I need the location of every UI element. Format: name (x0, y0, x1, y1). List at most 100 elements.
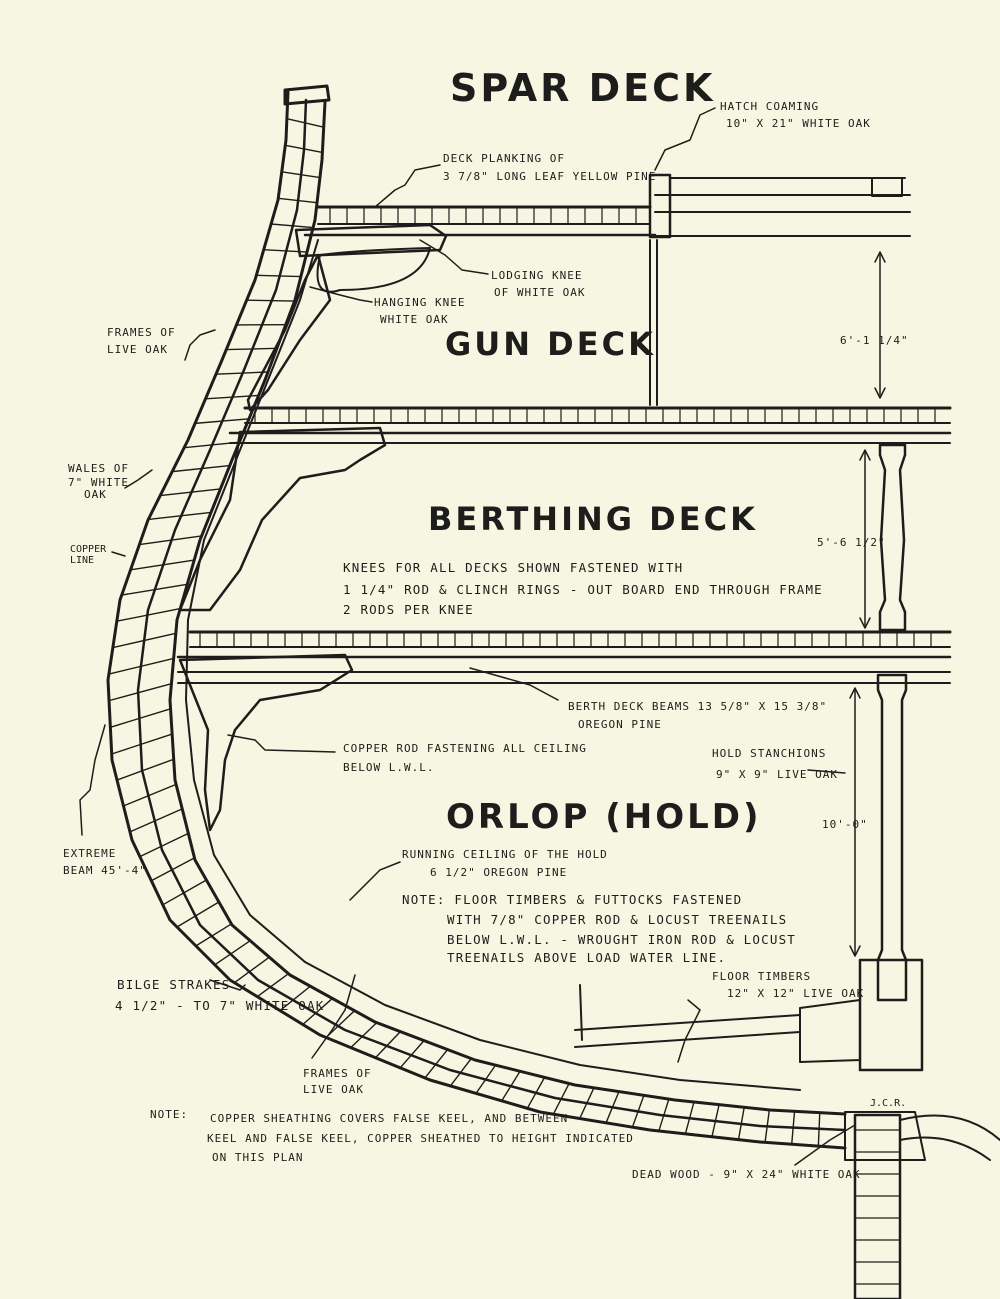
lodging-knee-label-2: OF WHITE OAK (494, 286, 585, 299)
frame-tick (160, 488, 221, 497)
frame-tick (302, 997, 333, 1026)
frame-tick (286, 118, 324, 128)
hatch-coaming (648, 173, 672, 239)
sheathing-note-3: ON THIS PLAN (212, 1151, 303, 1164)
floor-note-3: BELOW L.W.L. - WROUGHT IRON ROD & LOCUST (447, 932, 796, 947)
hatch-coaming-label-2: 10" X 21" WHITE OAK (726, 117, 871, 130)
frame-tick (139, 535, 202, 546)
frame-tick (111, 733, 173, 755)
frame-tick (123, 783, 177, 807)
frame-tick (116, 607, 181, 622)
frame-tick (130, 559, 195, 571)
hold-stanchions-label-2: 9" X 9" LIVE OAK (716, 768, 838, 781)
frame-tick (475, 1064, 497, 1094)
frame-tick (605, 1091, 620, 1124)
bilge-strakes-label-2: 4 1/2" - TO 7" WHITE OAK (115, 998, 324, 1013)
frame-tick (110, 708, 171, 728)
extreme-beam-label-2: BEAM 45'-4" (63, 864, 147, 877)
floor-note-1: NOTE: FLOOR TIMBERS & FUTTOCKS FASTENED (402, 892, 742, 907)
frame-tick (631, 1095, 645, 1128)
frame-tick (176, 901, 220, 928)
frame-tick (139, 832, 189, 858)
frames-top-label-2: LIVE OAK (107, 343, 168, 356)
frames-bottom-label-2: LIVE OAK (303, 1083, 364, 1096)
annotations: HATCH COAMING 10" X 21" WHITE OAK DECK P… (63, 100, 906, 1181)
sheathing-note-prefix: NOTE: (150, 1108, 188, 1121)
frame-tick (350, 1022, 378, 1049)
sheathing-note-2: KEEL AND FALSE KEEL, COPPER SHEATHED TO … (207, 1132, 634, 1145)
hull-outer-line (106, 90, 847, 1150)
floor-timbers-label-1: FLOOR TIMBERS (712, 970, 811, 983)
floor-note-2: WITH 7/8" COPPER ROD & LOCUST TREENAILS (447, 912, 787, 927)
lodging-knee (294, 223, 448, 258)
frame-tick (108, 657, 174, 675)
wales-label-1: WALES OF (68, 462, 129, 475)
dead-wood-label: DEAD WOOD - 9" X 24" WHITE OAK (632, 1168, 861, 1181)
copper-line-label-2: LINE (70, 555, 94, 566)
leader-lines (79, 107, 856, 1166)
copper-rod-label-1: COPPER ROD FASTENING ALL CEILING (343, 742, 587, 755)
deck-planking-label-1: DECK PLANKING OF (443, 152, 565, 165)
spar-deck (246, 173, 911, 412)
berth-beams-label-1: BERTH DECK BEAMS 13 5/8" X 15 3/8" (568, 700, 827, 713)
frame-tick (129, 808, 183, 833)
frame-tick (279, 985, 311, 1012)
frame-tick (764, 1109, 771, 1143)
extreme-beam-label-1: EXTREME (63, 847, 116, 860)
knees-note-1: KNEES FOR ALL DECKS SHOWN FASTENED WITH (343, 560, 683, 575)
frame-tick (285, 144, 323, 154)
frame-tick (424, 1049, 449, 1079)
frame-tick (281, 171, 321, 179)
orlop-deck-title: ORLOP (HOLD) (446, 797, 762, 837)
lodging-knee-label-1: LODGING KNEE (491, 269, 582, 282)
frame-tick (278, 197, 318, 204)
sheathing-note-1: COPPER SHEATHING COVERS FALSE KEEL, AND … (210, 1112, 568, 1125)
gun-deck-height: 6'-1 1/4" (840, 334, 909, 347)
hull-inner-line (168, 100, 847, 1116)
frame-tick (226, 347, 277, 351)
frame-tick (737, 1107, 745, 1140)
keel (853, 1113, 902, 1299)
frame-tick (214, 940, 251, 966)
frame-tick (658, 1098, 670, 1132)
copper-line-label-1: COPPER (70, 544, 107, 555)
ceiling-line (185, 239, 801, 1091)
hanging-knee-spar (246, 253, 332, 412)
berth-stanchion (878, 443, 907, 632)
frame-tick (151, 857, 195, 882)
frame-tick (256, 973, 289, 998)
frame-tick (791, 1111, 796, 1145)
frame-tick (579, 1087, 595, 1119)
floor-note-4: TREENAILS ABOVE LOAD WATER LINE. (447, 950, 726, 965)
frame-tick (195, 923, 232, 947)
knees-note-3: 2 RODS PER KNEE (343, 602, 474, 617)
deck-planking-label-2: 3 7/8" LONG LEAF YELLOW PINE (443, 170, 656, 183)
hanging-knee-label-2: WHITE OAK (380, 313, 449, 326)
gun-deck (178, 239, 952, 612)
frame-tick (325, 1010, 356, 1038)
berthing-deck (176, 443, 952, 832)
frame-tick (256, 274, 301, 278)
hull-mid-line (136, 98, 847, 1132)
titles: SPAR DECK GUN DECK BERTHING DECK ORLOP (… (428, 66, 762, 837)
berthing-deck-height: 5'-6 1/2" (817, 536, 886, 549)
frame-tick (271, 223, 314, 229)
frame-tick (374, 1031, 401, 1059)
knee-berth (178, 653, 354, 832)
copper-rod-label-2: BELOW L.W.L. (343, 761, 434, 774)
frames-top-label-1: FRAMES OF (107, 326, 176, 339)
frame-tick (121, 583, 188, 596)
floor-timbers-label-2: 12" X 12" LIVE OAK (727, 987, 864, 1000)
frame-tick (215, 371, 269, 375)
frame-tick (195, 418, 250, 425)
hold (574, 673, 1000, 1299)
gun-deck-title: GUN DECK (445, 325, 656, 363)
spar-deck-title: SPAR DECK (450, 66, 715, 110)
wales-label-3: OAK (84, 488, 107, 501)
frame-tick (449, 1058, 472, 1087)
keelson (858, 958, 924, 1072)
frames-bottom-label-1: FRAMES OF (303, 1067, 372, 1080)
knee-gun (178, 426, 387, 612)
